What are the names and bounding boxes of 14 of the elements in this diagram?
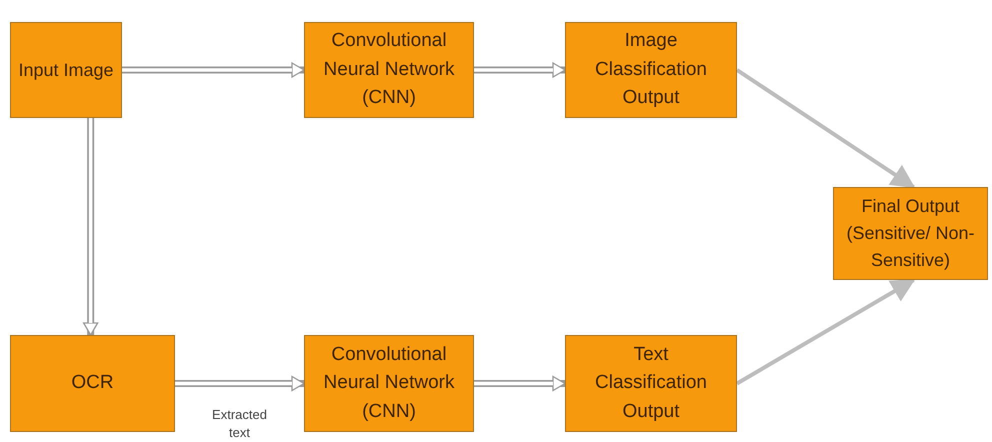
process-box [565, 335, 737, 432]
box-label: Image Classification Output [594, 29, 708, 110]
process-box [565, 22, 737, 118]
process-box [833, 187, 988, 280]
box-label: Convolutional Neural Network (CNN) [322, 342, 456, 424]
box-label: OCR [71, 371, 114, 396]
box-label: Final Output (Sensitive/ Non-Sensitive) [845, 195, 976, 272]
box-label: Convolutional Neural Network (CNN) [322, 29, 456, 110]
box-label: Input Image [18, 58, 114, 82]
process-box [10, 335, 175, 432]
process-box [304, 335, 474, 432]
process-box [10, 22, 122, 118]
process-box [304, 22, 474, 118]
box-label: Text Classification Output [594, 342, 708, 424]
